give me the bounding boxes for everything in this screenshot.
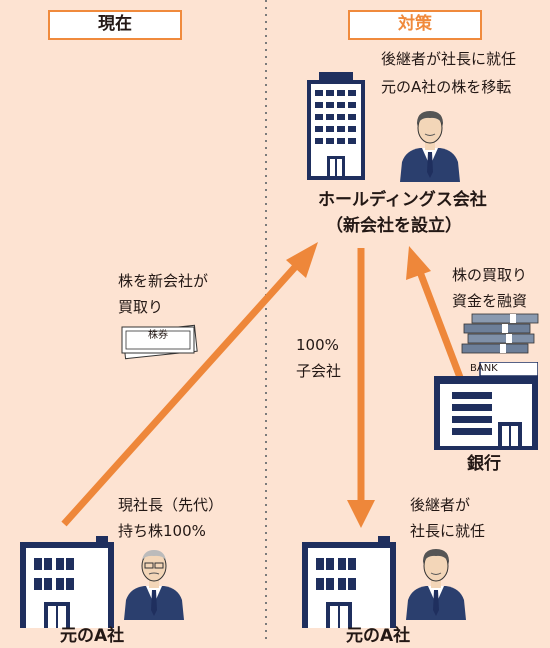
current-president-line1: 現社長（先代） [118,496,224,514]
successor-line2: 社長に就任 [410,522,486,540]
buyback-label-line2: 買取り [118,298,164,316]
successor-person-bottom-icon [406,549,466,620]
company-right-building-icon [302,536,396,628]
arrow-buyback [61,263,299,527]
holding-title-line2: （新会社を設立） [326,216,462,236]
holding-building-icon [307,72,365,180]
holding-title-line1: ホールディングス会社 [318,190,487,210]
stock-certificate-text: 株券 [148,330,168,341]
header-current: 現在 [48,10,182,40]
current-president-line2: 持ち株100% [118,522,206,540]
buyback-label-line1: 株を新会社が [118,272,209,290]
holding-note-line1: 後継者が社長に就任 [381,50,517,68]
company-left-building-icon [20,536,114,628]
arrow-loan [416,270,465,382]
company-left-label: 元のA社 [60,626,125,646]
bank-sign: BANK [470,363,498,374]
bank-funding-line1: 株の買取り [452,266,528,284]
current-president-person-icon [124,550,184,620]
holding-note-line2: 元のA社の株を移転 [381,78,512,96]
subsidiary-label-line1: 100% [296,336,339,354]
money-stack-icon [461,313,539,354]
successor-line1: 後継者が [410,496,471,514]
subsidiary-label-line2: 子会社 [296,362,342,380]
header-measure: 対策 [348,10,482,40]
successor-person-icon [400,111,460,182]
bank-funding-line2: 資金を融資 [452,292,528,310]
company-right-label: 元のA社 [346,626,411,646]
stock-certificate-icon [121,324,198,360]
bank-building-icon [434,362,538,450]
bank-name: 銀行 [467,454,501,474]
